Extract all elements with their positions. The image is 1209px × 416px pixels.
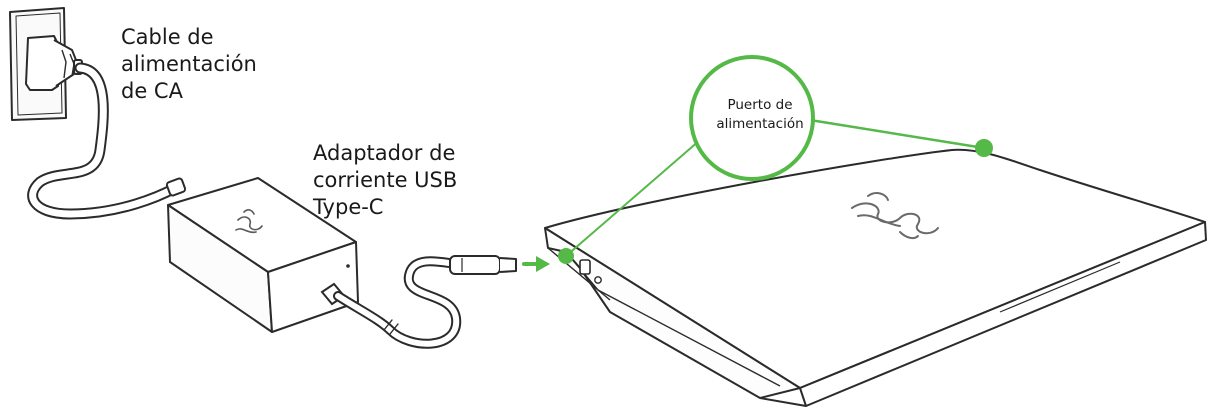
callout-circle — [689, 55, 815, 181]
razer-logo-icon — [235, 209, 263, 234]
ac-cable-label-line-2: alimentación — [121, 52, 257, 76]
power-adapter-icon — [167, 177, 359, 333]
adapter-output-cable — [320, 256, 462, 349]
adapter-label: Adaptador de corriente USB Type-C — [313, 140, 457, 221]
connection-arrow-icon — [522, 256, 550, 272]
laptop-icon — [544, 148, 1207, 407]
adapter-label-line-3: Type-C — [313, 195, 384, 219]
ac-cable-label-line-3: de CA — [121, 79, 183, 103]
ac-cable-label: Cable de alimentación de CA — [121, 24, 257, 105]
adapter-label-line-2: corriente USB — [313, 168, 458, 192]
power-port-label: Puerto de alimentación — [690, 96, 830, 134]
power-port-label-line-1: Puerto de — [727, 97, 793, 113]
port-marker-dot — [558, 248, 574, 264]
power-port-callout — [558, 55, 993, 264]
power-port-label-line-2: alimentación — [716, 116, 804, 132]
lid-marker-dot — [975, 139, 993, 157]
ac-plug-icon — [25, 35, 83, 91]
ac-cable-label-line-1: Cable de — [121, 25, 214, 49]
ac-cable — [27, 62, 187, 220]
usb-c-plug-icon — [449, 255, 517, 275]
adapter-label-line-1: Adaptador de — [313, 141, 456, 165]
razer-lid-logo-icon — [851, 192, 939, 240]
